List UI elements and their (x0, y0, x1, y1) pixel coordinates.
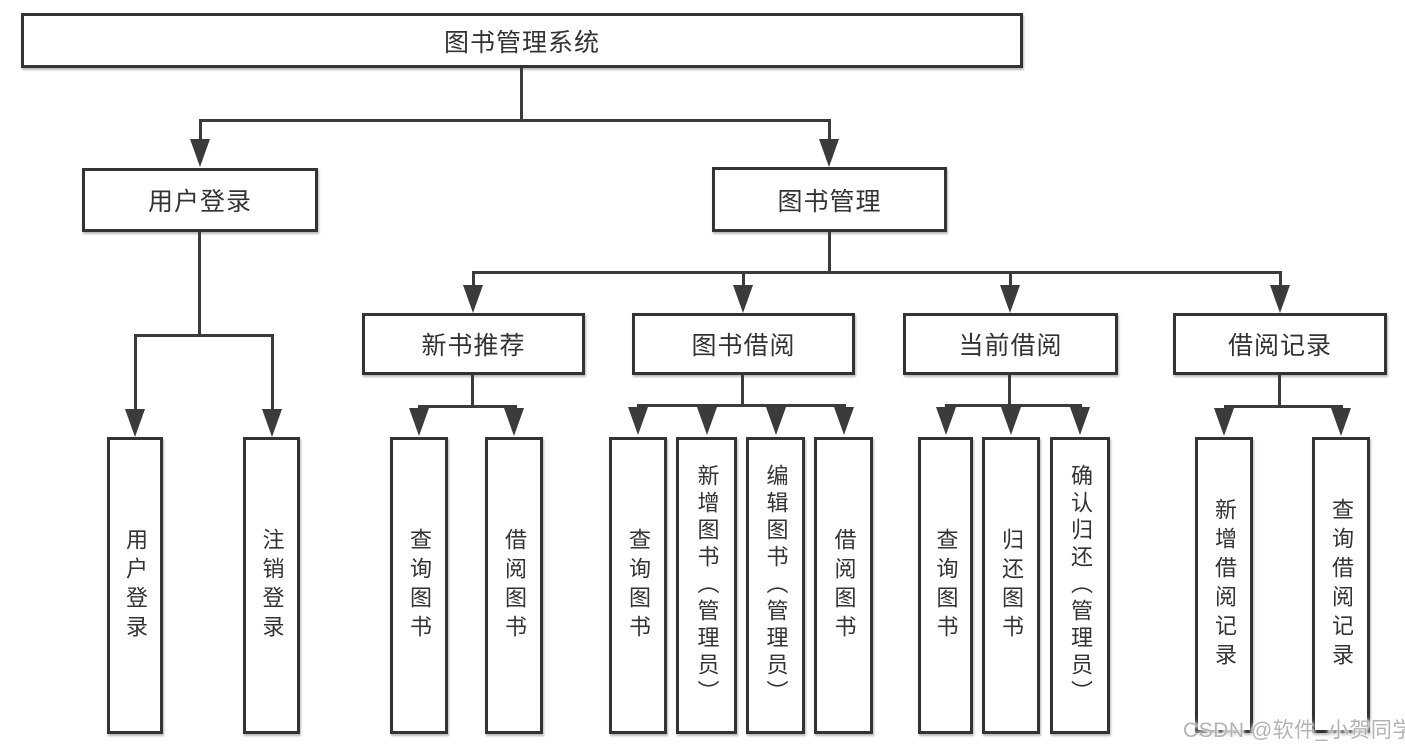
node-add-borrow-record: 新增借阅记录 (1195, 437, 1253, 733)
arrowhead-edit-books (766, 407, 786, 435)
node-current-borrowing-label: 当前借阅 (958, 332, 1063, 360)
node-new-book-recommendation: 新书推荐 (362, 313, 585, 375)
connector-userlogin-drop-left (134, 334, 137, 412)
connector-mgmt-drop-1 (472, 271, 475, 287)
arrowhead-query-record (1331, 408, 1351, 436)
arrowhead-confirm-return (1070, 407, 1090, 435)
arrowhead-new-book (463, 285, 483, 313)
arrowhead-add-record (1214, 408, 1234, 436)
node-confirm-return-admin-label: 确认归还（管理员） (1068, 464, 1093, 707)
node-book-management-label: 图书管理 (777, 187, 882, 216)
node-user-login-leaf: 用户登录 (107, 437, 163, 734)
node-add-books-admin: 新增图书（管理员） (676, 437, 737, 734)
arrowhead-book-borrow (733, 285, 753, 313)
node-query-books-2: 查询图书 (609, 437, 667, 734)
arrowhead-borrow-books-2 (834, 407, 854, 435)
connector-root-hbar (199, 119, 831, 122)
node-add-books-admin-label: 新增图书（管理员） (694, 464, 720, 707)
connector-root-drop-left (199, 119, 202, 143)
connector-records-hbar (1224, 405, 1343, 408)
node-add-borrow-record-label: 新增借阅记录 (1212, 498, 1237, 672)
connector-mgmt-drop-4 (1279, 271, 1282, 287)
node-return-books-label: 归还图书 (999, 527, 1024, 644)
node-root: 图书管理系统 (21, 13, 1023, 68)
connector-userlogin-stem (198, 232, 201, 337)
connector-newbook-stem (471, 375, 474, 408)
arrowhead-query-books-3 (936, 407, 956, 435)
node-current-borrowing: 当前借阅 (903, 313, 1118, 375)
connector-bookborrow-stem (741, 375, 744, 407)
node-book-management: 图书管理 (712, 167, 947, 232)
node-query-books-3-label: 查询图书 (933, 527, 959, 644)
node-borrow-books-1-label: 借阅图书 (502, 527, 527, 644)
connector-currentborrow-stem (1008, 375, 1011, 407)
arrowhead-login-leaf (125, 409, 145, 437)
arrowhead-book-management (819, 139, 839, 167)
node-user-login-label: 用户登录 (147, 188, 252, 216)
node-user-login-leaf-label: 用户登录 (123, 527, 148, 644)
arrowhead-borrow-records (1270, 285, 1290, 313)
node-query-books-2-label: 查询图书 (626, 527, 651, 644)
node-edit-books-admin: 编辑图书（管理员） (746, 437, 805, 734)
node-borrow-books-2: 借阅图书 (814, 437, 873, 734)
connector-mgmt-drop-2 (742, 271, 745, 287)
connector-records-stem (1278, 375, 1281, 408)
node-edit-books-admin-label: 编辑图书（管理员） (763, 464, 789, 707)
connector-root-stem (520, 68, 523, 121)
node-query-borrow-record-label: 查询借阅记录 (1329, 498, 1354, 672)
connector-root-drop-right (828, 119, 831, 143)
csdn-watermark: CSDN @软件_小贺同学 (1183, 719, 1405, 742)
arrowhead-logout-leaf (262, 409, 282, 437)
node-user-login: 用户登录 (82, 168, 318, 232)
node-book-borrowing-label: 图书借阅 (691, 332, 796, 360)
node-borrowing-records-label: 借阅记录 (1227, 332, 1332, 360)
arrowhead-return-books (1001, 407, 1021, 435)
connector-userlogin-hbar (134, 334, 274, 337)
node-book-borrowing: 图书借阅 (632, 313, 855, 375)
node-logout-leaf-label: 注销登录 (259, 527, 285, 644)
connector-currentborrow-hbar (945, 404, 1082, 407)
node-query-books-1: 查询图书 (390, 437, 448, 734)
node-query-borrow-record: 查询借阅记录 (1312, 437, 1370, 733)
arrowhead-user-login (190, 139, 210, 167)
node-borrow-books-2-label: 借阅图书 (831, 527, 857, 644)
node-query-books-1-label: 查询图书 (407, 527, 432, 644)
node-return-books: 归还图书 (982, 437, 1040, 734)
connector-userlogin-drop-right (271, 334, 274, 412)
arrowhead-query-books-1 (409, 408, 429, 436)
node-borrow-books-1: 借阅图书 (485, 437, 543, 734)
arrowhead-add-books (697, 407, 717, 435)
node-query-books-3: 查询图书 (918, 437, 973, 734)
node-confirm-return-admin: 确认归还（管理员） (1050, 437, 1110, 734)
arrowhead-current-borrow (1000, 285, 1020, 313)
connector-mgmt-stem (828, 232, 831, 273)
connector-mgmt-drop-3 (1009, 271, 1012, 287)
node-new-book-recommendation-label: 新书推荐 (421, 332, 526, 360)
arrowhead-borrow-books-1 (504, 408, 524, 436)
connector-bookborrow-hbar (637, 404, 846, 407)
connector-mgmt-hbar (472, 271, 1282, 274)
node-logout-leaf: 注销登录 (243, 437, 300, 734)
node-borrowing-records: 借阅记录 (1173, 313, 1387, 375)
connector-newbook-hbar (418, 405, 517, 408)
arrowhead-query-books-2 (628, 407, 648, 435)
node-root-label: 图书管理系统 (443, 28, 600, 57)
